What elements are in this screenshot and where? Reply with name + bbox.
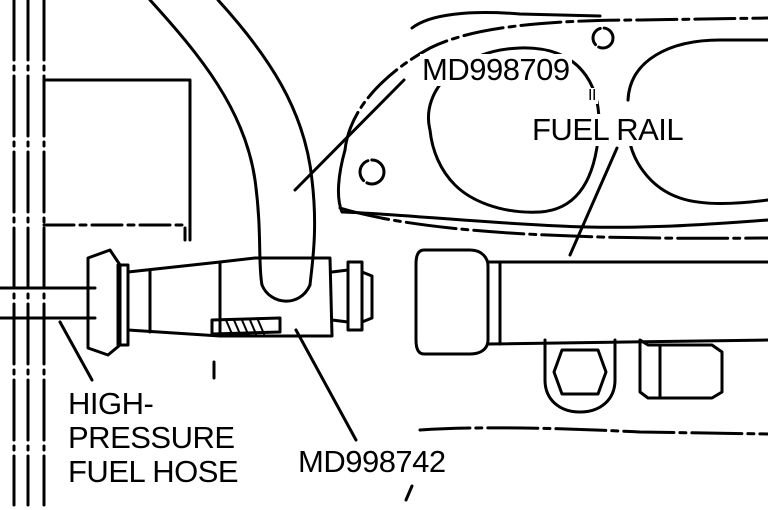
engine-outline-top <box>410 11 602 30</box>
injector-boss-right <box>638 338 724 400</box>
label-hose-line2: PRESSURE <box>66 420 237 455</box>
bolt-hole-left <box>358 158 386 186</box>
return-hose <box>148 0 264 287</box>
left-border-lines <box>12 0 46 507</box>
adapter-bore <box>210 316 282 336</box>
fuel-rail-end-cap <box>414 248 490 356</box>
label-equals: II <box>586 87 598 104</box>
return-hose-inner <box>216 0 317 287</box>
adapter-nipple <box>330 260 374 332</box>
adapter-block <box>218 256 334 338</box>
injector-boss-left <box>543 338 617 414</box>
return-hose-end <box>260 283 312 303</box>
label-hose-line1: HIGH- <box>66 386 156 421</box>
label-md998742: MD998742 <box>296 444 448 479</box>
leader-md998742 <box>294 328 358 442</box>
label-md998709: MD998709 <box>420 52 572 87</box>
left-frame-dashdot <box>42 223 187 242</box>
leader-md998709 <box>293 78 406 192</box>
fuel-rail-body <box>486 260 768 346</box>
hose-hex-nut <box>86 248 122 357</box>
adapter-threads <box>225 319 265 335</box>
tick-mark-2 <box>404 484 414 502</box>
leader-fuel-rail <box>568 146 619 257</box>
bolt-hole-upper <box>591 26 615 50</box>
manifold-left-edge <box>336 148 768 229</box>
leader-hose <box>58 320 94 382</box>
label-fuel-rail: FUEL RAIL <box>530 112 686 147</box>
left-frame <box>42 78 192 242</box>
engine-lower-outline <box>418 426 768 436</box>
manifold-lower-edge <box>338 206 768 240</box>
intake-port-right <box>626 38 768 205</box>
hose-fitting-body <box>126 260 222 338</box>
label-hose-line3: FUEL HOSE <box>66 454 241 489</box>
intake-manifold-outline <box>343 16 768 152</box>
high-pressure-hose <box>0 286 97 320</box>
injector-bolt-hex <box>552 348 608 396</box>
